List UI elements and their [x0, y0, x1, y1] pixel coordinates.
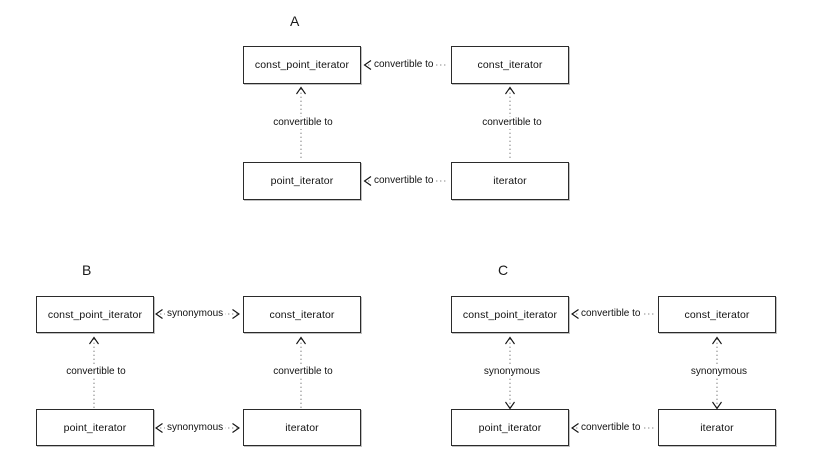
arrowhead-c-left-vertical-up — [505, 336, 515, 345]
panel-c-edge-label-left-vertical: synonymous — [471, 366, 553, 378]
arrowhead-c-right-vertical-down — [712, 401, 722, 410]
panel-c-edge-label-bottom-horizontal: convertible to — [579, 422, 643, 434]
panel-b-node-const-point-iterator[interactable]: const_point_iterator — [36, 296, 154, 333]
panel-a-node-const-iterator[interactable]: const_iterator — [451, 46, 569, 84]
panel-a-node-const-point-iterator[interactable]: const_point_iterator — [243, 46, 361, 84]
arrowhead-b-right-vertical-up — [296, 336, 306, 345]
panel-c-node-point-iterator[interactable]: point_iterator — [451, 409, 569, 446]
panel-a-edge-label-top-horizontal: convertible to — [372, 59, 436, 71]
panel-b-edge-label-right-vertical: convertible to — [262, 366, 344, 378]
panel-c-node-iterator[interactable]: iterator — [658, 409, 776, 446]
arrowhead-b-bottom-horizontal-right — [232, 423, 240, 433]
panel-b-node-iterator[interactable]: iterator — [243, 409, 361, 446]
arrowhead-b-top-horizontal-left — [155, 309, 163, 319]
panel-c-node-const-iterator[interactable]: const_iterator — [658, 296, 776, 333]
panel-c-label: C — [498, 262, 509, 278]
panel-b-node-point-iterator[interactable]: point_iterator — [36, 409, 154, 446]
arrowhead-c-bottom-horizontal-left — [571, 423, 579, 433]
panel-a-label: A — [290, 13, 300, 29]
arrowhead-a-right-vertical-up — [505, 86, 515, 95]
arrowhead-a-top-horizontal-left — [363, 60, 372, 70]
arrowhead-a-left-vertical-up — [296, 86, 306, 95]
panel-c-edge-label-right-vertical: synonymous — [678, 366, 760, 378]
panel-b-edge-label-left-vertical: convertible to — [55, 366, 137, 378]
arrowhead-c-right-vertical-up — [712, 336, 722, 345]
panel-c-edge-label-top-horizontal: convertible to — [579, 308, 643, 320]
arrowhead-b-left-vertical-up — [89, 336, 99, 345]
panel-a-node-iterator[interactable]: iterator — [451, 162, 569, 200]
panel-a-edge-label-left-vertical: convertible to — [262, 117, 344, 129]
arrowhead-b-top-horizontal-right — [232, 309, 240, 319]
arrowhead-a-bottom-horizontal-left — [363, 176, 372, 186]
arrowhead-c-left-vertical-down — [505, 401, 515, 410]
panel-a-node-point-iterator[interactable]: point_iterator — [243, 162, 361, 200]
panel-b-label: B — [82, 262, 92, 278]
panel-a-edge-label-right-vertical: convertible to — [471, 117, 553, 129]
arrowhead-c-top-horizontal-left — [571, 309, 579, 319]
panel-b-node-const-iterator[interactable]: const_iterator — [243, 296, 361, 333]
arrowhead-b-bottom-horizontal-left — [155, 423, 163, 433]
panel-b-edge-label-top-horizontal: synonymous — [165, 308, 226, 320]
panel-a-edge-label-bottom-horizontal: convertible to — [372, 175, 436, 187]
panel-c-node-const-point-iterator[interactable]: const_point_iterator — [451, 296, 569, 333]
panel-b-edge-label-bottom-horizontal: synonymous — [165, 422, 226, 434]
